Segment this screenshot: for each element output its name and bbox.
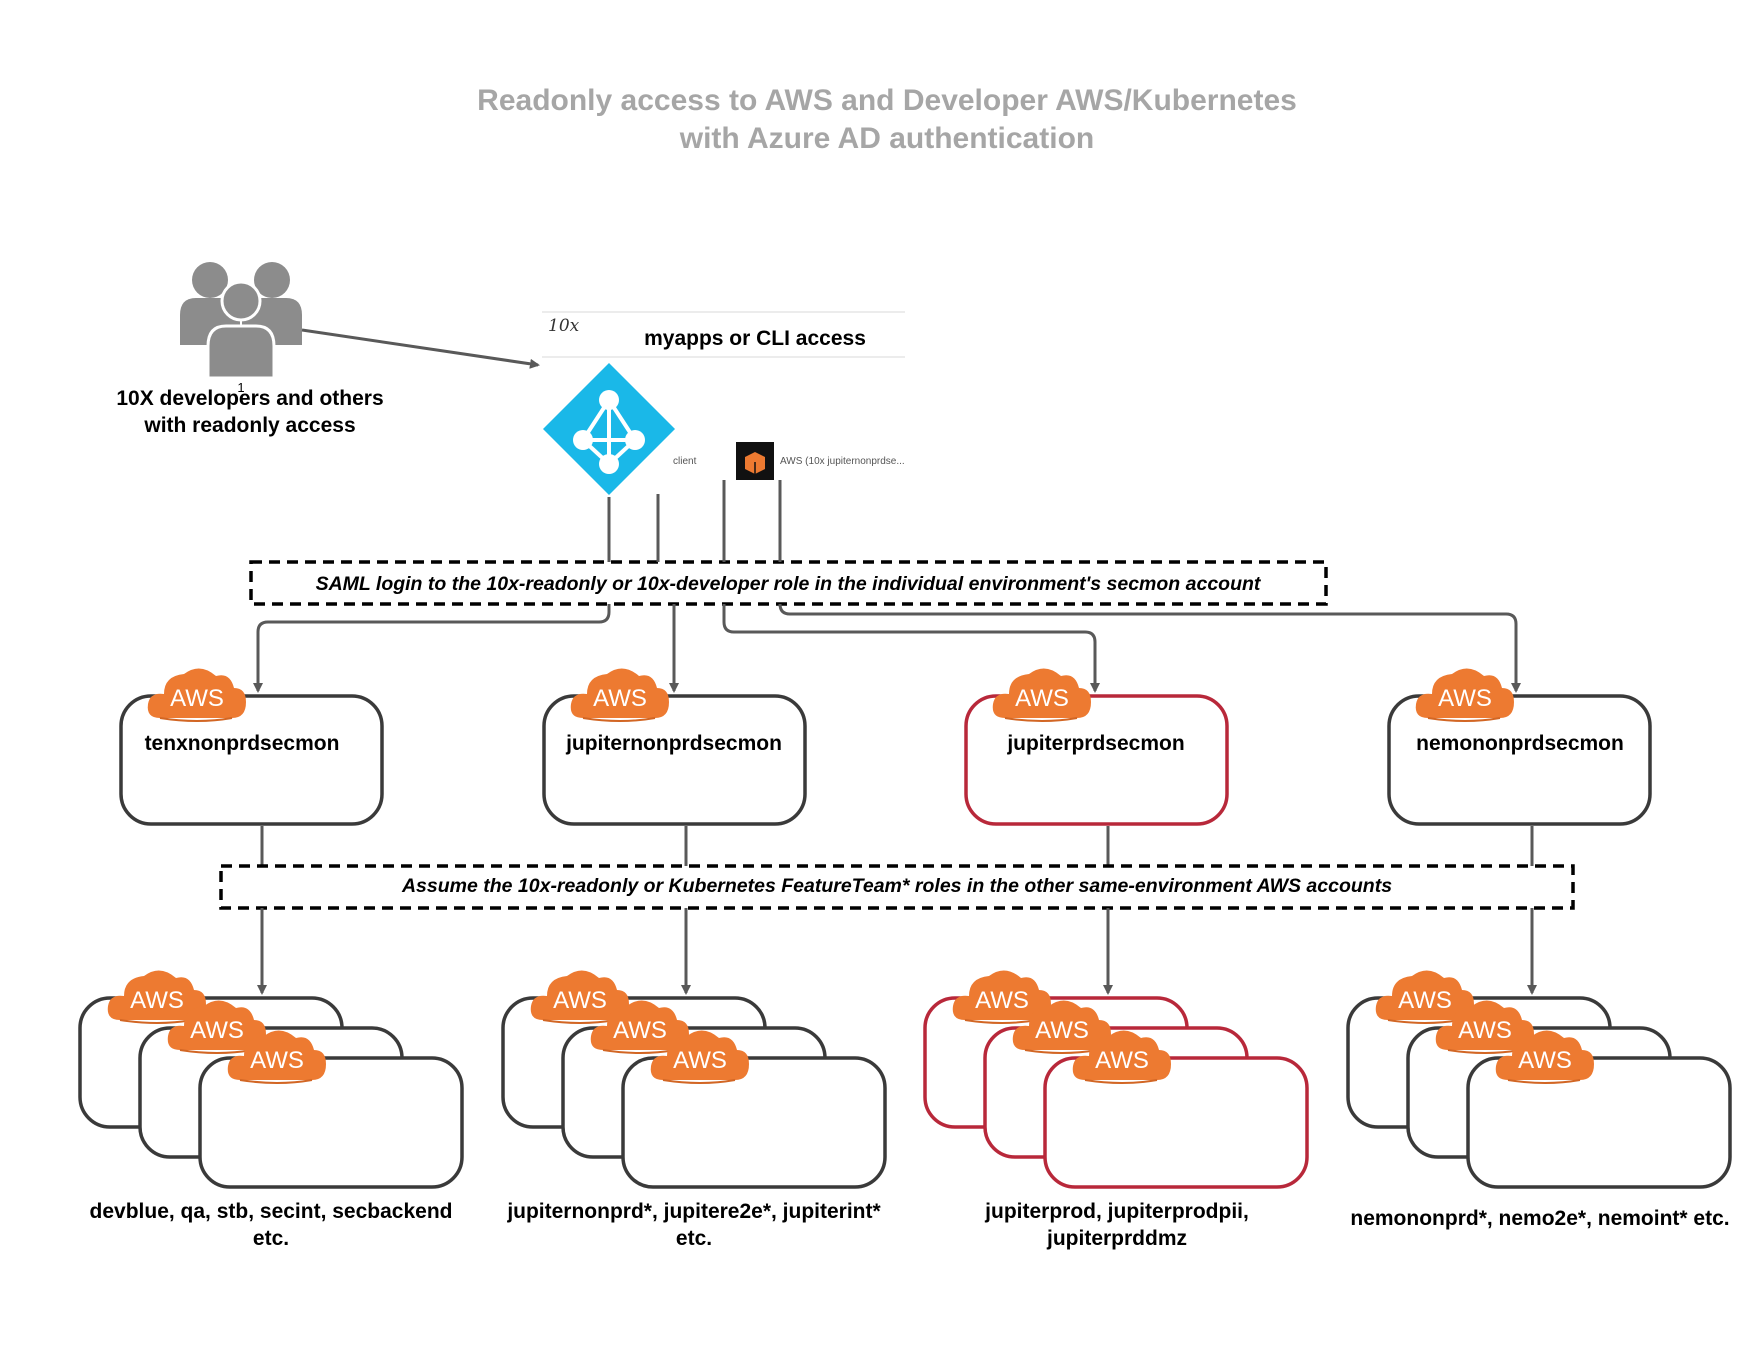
- assume-role-box: [219, 864, 1575, 910]
- aws-badge-text: AWS: [975, 987, 1029, 1014]
- account-group-1[interactable]: AWS AWS AWS: [78, 969, 464, 1189]
- access-header: myapps or CLI access: [644, 327, 866, 350]
- assume-role-text: Assume the 10x-readonly or Kubernetes Fe…: [401, 875, 1392, 897]
- account-group-4-label-line-1: nemononprd*, nemo2e*, nemoint* etc.: [1350, 1207, 1729, 1230]
- account-group-2-label-line-2: etc.: [676, 1227, 712, 1250]
- aws-badge-text: AWS: [553, 987, 607, 1014]
- secmon-account-name: nemononprdsecmon: [1416, 732, 1624, 755]
- aws-app-icon[interactable]: [736, 442, 774, 480]
- account-group-1-label-line-2: etc.: [253, 1227, 289, 1250]
- saml-to-tenxnonprdsecmon: [253, 604, 611, 693]
- users-to-access-arrow: [301, 328, 540, 369]
- secmon-account-name: tenxnonprdsecmon: [145, 732, 340, 755]
- diagram-title-line-2: with Azure AD authentication: [679, 122, 1094, 155]
- aws-badge-text: AWS: [1438, 685, 1492, 712]
- secmon-account-tenxnonprdsecmon[interactable]: AWS tenxnonprdsecmon: [119, 667, 384, 826]
- aws-badge-text: AWS: [1015, 685, 1069, 712]
- users-label-line-1: 10X developers and others: [116, 387, 383, 410]
- saml-to-jupiterprdsecmon: [722, 604, 1100, 693]
- secmon-account-nemononprdsecmon[interactable]: AWS nemononprdsecmon: [1387, 667, 1652, 826]
- account-group-3[interactable]: AWS AWS AWS: [923, 969, 1309, 1189]
- aws-badge-text: AWS: [1095, 1047, 1149, 1074]
- users-label-line-2: with readonly access: [143, 414, 355, 437]
- tenant-handwriting: 10x: [548, 316, 580, 336]
- diagram-title-line-1: Readonly access to AWS and Developer AWS…: [477, 84, 1297, 117]
- saml-login-text: SAML login to the 10x-readonly or 10x-de…: [316, 573, 1262, 595]
- secmon-account-jupiternonprdsecmon[interactable]: AWS jupiternonprdsecmon: [542, 667, 807, 826]
- users-group-icon: [180, 262, 302, 380]
- azure-ad-icon[interactable]: [543, 363, 675, 495]
- account-group-3-label-line-2: jupiterprddmz: [1046, 1227, 1187, 1250]
- aws-app-label[interactable]: AWS (10x jupiternonprdse...: [780, 456, 905, 467]
- saml-to-nemononprdsecmon: [778, 603, 1521, 693]
- aws-badge-text: AWS: [1398, 987, 1452, 1014]
- account-group-4[interactable]: AWS AWS AWS: [1346, 969, 1732, 1189]
- account-group-2-label-line-1: jupiternonprd*, jupitere2e*, jupiterint*: [506, 1200, 881, 1223]
- aws-badge-text: AWS: [250, 1047, 304, 1074]
- account-group-3-label-line-1: jupiterprod, jupiterprodpii,: [984, 1200, 1249, 1223]
- secmon-account-name: jupiternonprdsecmon: [565, 732, 782, 755]
- aws-badge-text: AWS: [170, 685, 224, 712]
- saml-login-box: [249, 560, 1328, 606]
- aws-badge-text: AWS: [1035, 1017, 1089, 1044]
- account-group-1-label-line-1: devblue, qa, stb, secint, secbackend: [90, 1200, 453, 1223]
- secmon-account-jupiterprdsecmon[interactable]: AWS jupiterprdsecmon: [964, 667, 1229, 826]
- client-app-label[interactable]: client: [673, 456, 697, 467]
- aws-badge-text: AWS: [190, 1017, 244, 1044]
- aws-badge-text: AWS: [673, 1047, 727, 1074]
- account-group-2[interactable]: AWS AWS AWS: [501, 969, 887, 1189]
- aws-badge-text: AWS: [593, 685, 647, 712]
- aws-badge-text: AWS: [613, 1017, 667, 1044]
- users-badge: 1: [237, 380, 244, 395]
- aws-badge-text: AWS: [1518, 1047, 1572, 1074]
- aws-badge-text: AWS: [130, 987, 184, 1014]
- aws-badge-text: AWS: [1458, 1017, 1512, 1044]
- secmon-account-name: jupiterprdsecmon: [1006, 732, 1184, 755]
